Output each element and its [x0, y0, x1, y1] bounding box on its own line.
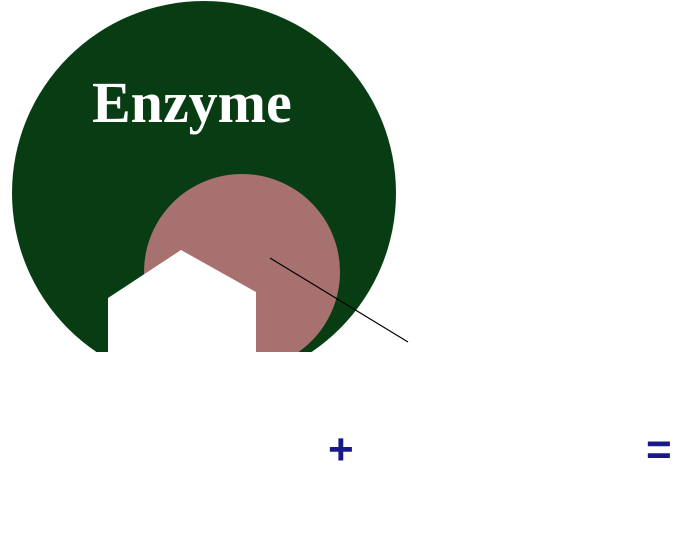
enzyme-label: Enzyme — [92, 74, 292, 132]
equals-sign: = — [646, 428, 672, 472]
plus-sign: + — [328, 428, 354, 472]
